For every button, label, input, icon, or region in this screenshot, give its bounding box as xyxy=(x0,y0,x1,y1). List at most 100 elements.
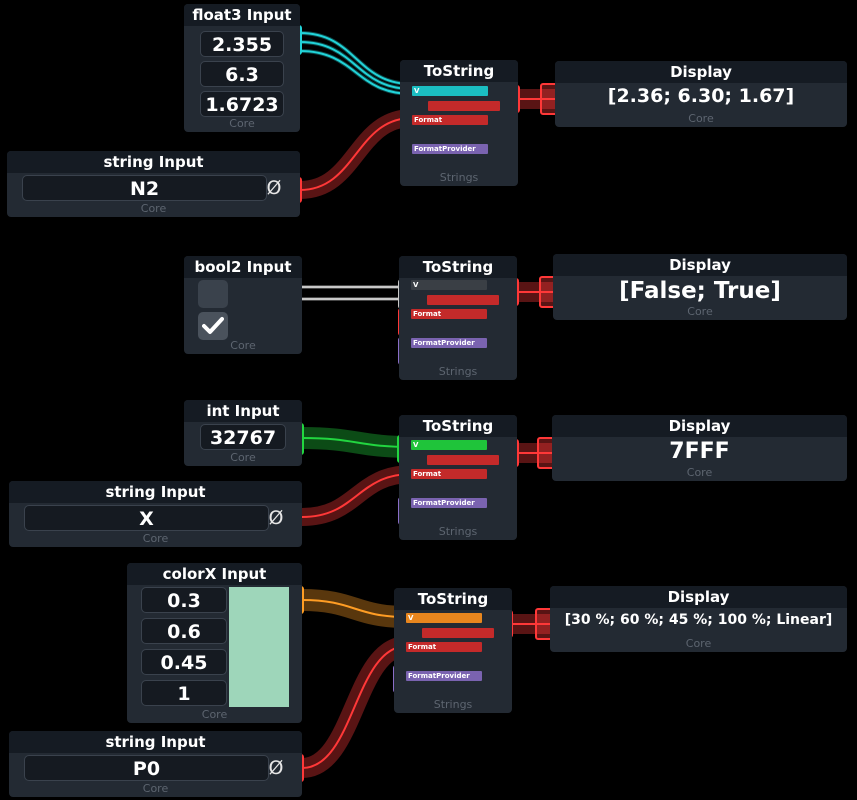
node-title: int Input xyxy=(184,400,302,422)
string-input-node[interactable]: string Input N2 Ø Core xyxy=(7,151,300,217)
display-value: [30 %; 60 %; 45 %; 100 %; Linear] xyxy=(564,612,833,628)
display-node[interactable]: Display 7FFF Core xyxy=(552,415,847,481)
bool-y-checkbox[interactable] xyxy=(198,312,228,340)
format-wire-3-body xyxy=(301,465,413,526)
float3-z-wire[interactable] xyxy=(299,50,413,95)
node-category: Core xyxy=(686,466,713,479)
float3-x-field[interactable]: 2.355 xyxy=(200,31,284,57)
string-value-field[interactable]: N2 xyxy=(22,175,267,201)
node-category: Core xyxy=(230,339,256,352)
v-pin-label: V xyxy=(408,614,414,622)
format-pin-label: Format xyxy=(414,116,443,124)
string-input-node[interactable]: string Input P0 Ø Core xyxy=(9,731,302,797)
float3-y-wire[interactable] xyxy=(299,41,413,90)
node-category: Core xyxy=(688,112,714,125)
formatprovider-pin-label: FormatProvider xyxy=(413,339,475,347)
string-value-field[interactable]: P0 xyxy=(24,755,269,781)
formatprovider-input-pin[interactable] xyxy=(406,671,482,681)
formatprovider-pin-label: FormatProvider xyxy=(408,672,470,680)
node-title: float3 Input xyxy=(184,4,300,26)
float3-y-wire-body xyxy=(299,40,413,91)
node-title: ToString xyxy=(399,256,517,278)
v-input-pin[interactable] xyxy=(412,86,488,96)
int-wire[interactable] xyxy=(301,437,413,448)
v-pin-label: V xyxy=(413,281,419,289)
display-node[interactable]: Display [2.36; 6.30; 1.67] Core xyxy=(555,61,847,127)
v-input-pin[interactable] xyxy=(406,613,482,623)
string-output-pin[interactable] xyxy=(422,628,494,638)
formatprovider-pin-label: FormatProvider xyxy=(413,499,475,507)
format-wire-1[interactable] xyxy=(299,117,413,191)
display-node[interactable]: Display [False; True] Core xyxy=(553,254,847,320)
format-pin-label: Format xyxy=(413,470,442,478)
colorx-input-node[interactable]: colorX Input 0.3 0.6 0.45 1 Core xyxy=(127,563,302,723)
float3-y-field[interactable]: 6.3 xyxy=(200,61,284,87)
null-toggle-icon[interactable]: Ø xyxy=(266,177,282,199)
display-value: [False; True] xyxy=(619,278,781,304)
formatprovider-input-pin[interactable] xyxy=(411,338,487,348)
tostring-node[interactable]: ToString V Format FormatProvider Strings xyxy=(400,60,518,186)
node-title: string Input xyxy=(7,151,300,173)
color-a-field[interactable]: 1 xyxy=(141,680,227,706)
node-category: Core xyxy=(142,532,169,545)
node-category: Core xyxy=(142,782,169,795)
int-input-node[interactable]: int Input 32767 Core xyxy=(184,400,302,466)
int-value-field[interactable]: 32767 xyxy=(200,424,286,450)
float3-x-wire-body xyxy=(299,31,413,86)
format-input-pin[interactable] xyxy=(411,309,487,319)
color-wire-body xyxy=(301,589,408,628)
format-input-pin[interactable] xyxy=(412,115,488,125)
tostring-node[interactable]: ToString V Format FormatProvider Strings xyxy=(394,588,512,713)
int-wire-body xyxy=(301,427,413,458)
node-category: Core xyxy=(201,708,228,721)
node-category: Strings xyxy=(438,365,478,378)
display-value: [2.36; 6.30; 1.67] xyxy=(607,85,795,107)
format-wire-4-body xyxy=(300,636,409,778)
string-output-pin[interactable] xyxy=(428,101,500,111)
v-input-pin[interactable] xyxy=(411,440,487,450)
node-title: Display xyxy=(552,415,847,437)
format-wire-3[interactable] xyxy=(301,473,413,518)
node-title: Display xyxy=(555,61,847,83)
format-wire-1-body xyxy=(299,109,413,199)
formatprovider-input-pin[interactable] xyxy=(412,144,488,154)
null-toggle-icon[interactable]: Ø xyxy=(268,507,284,529)
node-title: ToString xyxy=(399,415,517,437)
float3-z-field[interactable]: 1.6723 xyxy=(200,91,284,117)
float3-z-wire-body xyxy=(299,49,413,96)
tostring-node[interactable]: ToString V Format FormatProvider Strings xyxy=(399,415,517,540)
v-pin-label: V xyxy=(414,87,420,95)
string-output-pin[interactable] xyxy=(427,455,499,465)
node-category: Core xyxy=(140,202,167,215)
node-title: string Input xyxy=(9,481,302,503)
float3-input-node[interactable]: float3 Input 2.355 6.3 1.6723 Core xyxy=(184,4,300,132)
color-r-field[interactable]: 0.3 xyxy=(141,587,227,613)
color-swatch[interactable] xyxy=(229,587,289,707)
checkmark-icon xyxy=(202,317,224,334)
v-input-pin[interactable] xyxy=(411,280,487,290)
string-output-pin[interactable] xyxy=(427,295,499,305)
node-category: Core xyxy=(687,305,713,318)
bool-x-checkbox[interactable] xyxy=(198,280,228,308)
node-title: string Input xyxy=(9,731,302,753)
format-wire-4[interactable] xyxy=(301,645,408,769)
color-g-field[interactable]: 0.6 xyxy=(141,618,227,644)
node-title: colorX Input xyxy=(127,563,302,585)
node-title: Display xyxy=(550,586,847,608)
formatprovider-input-pin[interactable] xyxy=(411,498,487,508)
format-input-pin[interactable] xyxy=(411,469,487,479)
format-input-pin[interactable] xyxy=(406,642,482,652)
null-toggle-icon[interactable]: Ø xyxy=(268,757,284,779)
string-value-field[interactable]: X xyxy=(24,505,269,531)
color-b-field[interactable]: 0.45 xyxy=(141,649,227,675)
string-input-node[interactable]: string Input X Ø Core xyxy=(9,481,302,547)
node-category: Core xyxy=(230,451,256,464)
float3-x-wire[interactable] xyxy=(299,32,413,85)
node-category: Core xyxy=(229,117,255,130)
node-title: Display xyxy=(553,254,847,276)
bool2-input-node[interactable]: bool2 Input Core xyxy=(184,256,302,354)
node-category: Strings xyxy=(433,698,473,711)
tostring-node[interactable]: ToString V Format FormatProvider Strings xyxy=(399,256,517,380)
color-wire[interactable] xyxy=(301,599,408,618)
display-node[interactable]: Display [30 %; 60 %; 45 %; 100 %; Linear… xyxy=(550,586,847,652)
